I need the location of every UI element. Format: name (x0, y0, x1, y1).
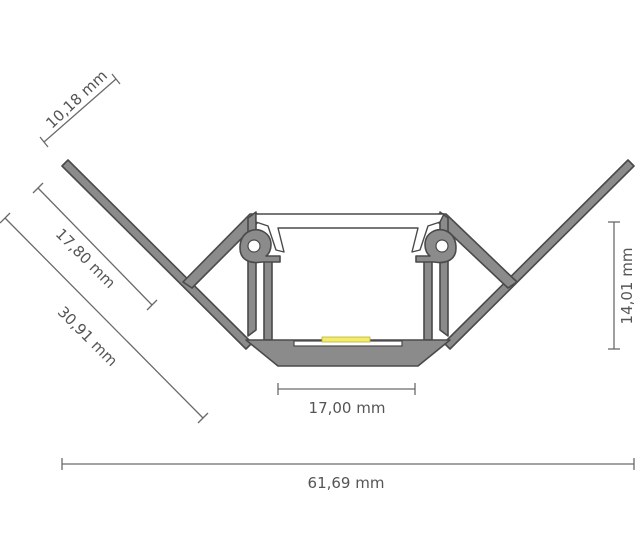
dimension-top-edge-label: 10,18 mm (42, 67, 111, 133)
inner-right-wall (423, 257, 433, 341)
left-clip-hole (247, 239, 261, 253)
dimension-height: 14,01 mm (608, 221, 636, 350)
diffuser-cover (255, 213, 445, 253)
dimension-outer-leg-label: 30,91 mm (54, 303, 121, 370)
dimension-outer-leg: 30,91 mm (0, 212, 209, 424)
led-chip (321, 336, 371, 343)
aluminium-profile (61, 159, 635, 367)
dimension-total-width-label: 61,69 mm (308, 474, 385, 492)
dimension-total-width: 61,69 mm (61, 458, 635, 492)
dimension-inner-leg: 17,80 mm (32, 182, 158, 311)
dimension-inner-leg-label: 17,80 mm (52, 225, 119, 292)
dimension-channel-width: 17,00 mm (277, 383, 416, 417)
dimension-height-label: 14,01 mm (618, 248, 636, 325)
right-clip-hole (435, 239, 449, 253)
dimension-top-edge: 10,18 mm (39, 67, 121, 148)
inner-left-wall (263, 257, 273, 341)
dimension-channel-width-label: 17,00 mm (309, 399, 386, 417)
